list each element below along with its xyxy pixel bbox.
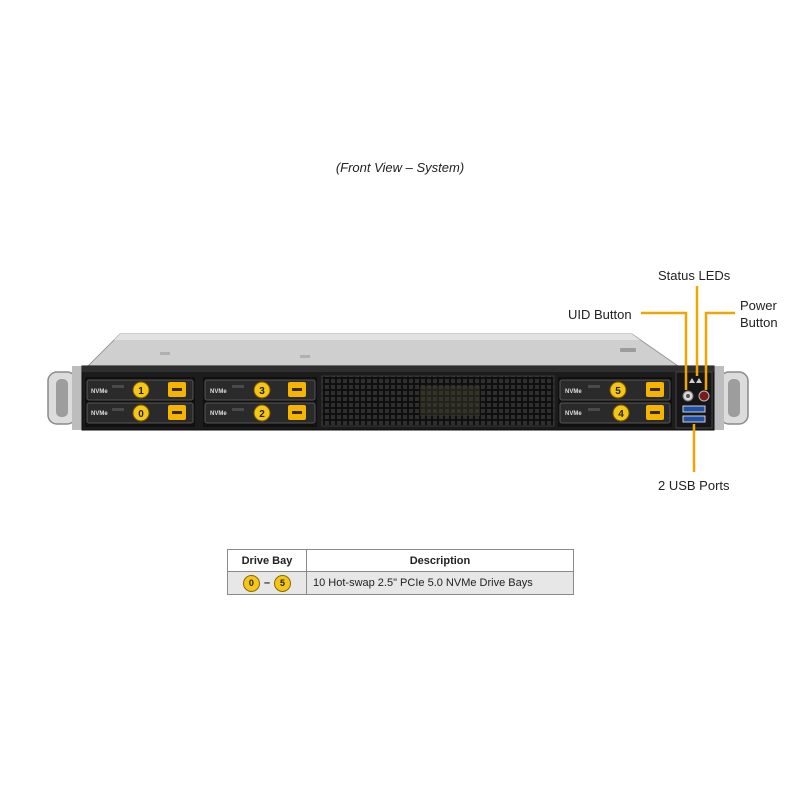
drive-group-right: NVMe 5 NVMe 4 [558,377,672,427]
drive-number-badge [253,404,271,422]
drive-number: 4 [618,409,624,420]
drive-number-badge [612,404,630,422]
legend-bay-range: 0–5 [227,571,307,595]
top-vent-slot [620,348,636,352]
power-button-callout [704,311,735,390]
power-button-label: Power Button [740,297,778,331]
top-vent-slot [300,355,310,358]
bay-start-badge: 0 [242,574,260,592]
front-panel-top-strip [82,366,714,372]
drive-tag: NVMe [565,389,582,395]
drive-number-badge [609,381,627,399]
front-vent-grille [321,375,555,427]
legend-header-description: Description [306,549,574,572]
drive-bay[interactable]: NVMe 5 [559,379,671,401]
internal-component-shadow [420,386,480,416]
drive-number-badge [132,404,150,422]
figure-caption: (Front View – System) [335,160,465,175]
drive-group-middle: NVMe 3 NVMe 2 [203,377,317,427]
legend-description: 10 Hot-swap 2.5" PCIe 5.0 NVMe Drive Bay… [306,571,574,595]
drive-number: 1 [138,386,144,397]
callout-lines [641,286,735,472]
usb-ports-label: 2 USB Ports [658,478,730,493]
bay-end-badge: 5 [274,574,292,592]
drive-number-badge [132,381,150,399]
right-rack-handle-inner [728,379,740,417]
left-rack-ear [72,366,84,430]
drive-tag: NVMe [210,411,227,417]
uid-button-label: UID Button [568,307,632,322]
drive-bay[interactable]: NVMe 3 [204,379,316,401]
right-rack-ear [712,366,724,430]
legend-header-row: Drive Bay Description [227,549,574,572]
left-rack-handle-inner [56,379,68,417]
drive-number-badge [253,381,271,399]
drive-bay[interactable]: NVMe 2 [204,402,316,424]
drive-tag: NVMe [210,389,227,395]
drive-number: 5 [615,386,621,397]
drive-bay-legend-table: Drive Bay Description 0–5 10 Hot-swap 2.… [227,549,574,595]
power-button-label-line2: Button [740,315,778,330]
status-leds-label: Status LEDs [658,268,731,283]
status-led-icon [696,378,702,383]
chassis-top-shade [114,334,640,340]
drive-tag: NVMe [91,389,108,395]
drive-tag: NVMe [91,411,108,417]
drive-number: 2 [259,409,265,420]
uid-button-callout [641,311,688,390]
drive-group-left: NVMe 1 NVMe 0 [85,377,195,427]
usb-port[interactable] [682,405,706,413]
drive-tag: NVMe [565,411,582,417]
top-vent-slot [160,352,170,355]
drive-number: 3 [259,386,265,397]
drive-bay[interactable]: NVMe 1 [86,379,194,401]
drive-bay[interactable]: NVMe 4 [559,402,671,424]
status-led-icon [689,378,695,383]
bay-range-dash: – [263,577,271,589]
usb-port[interactable] [682,415,706,423]
power-button-label-line1: Power [740,298,777,313]
legend-header-drive-bay: Drive Bay [227,549,307,572]
drive-number: 0 [138,409,144,420]
legend-row: 0–5 10 Hot-swap 2.5" PCIe 5.0 NVMe Drive… [227,571,574,595]
power-button[interactable] [698,390,710,402]
drive-bay[interactable]: NVMe 0 [86,402,194,424]
